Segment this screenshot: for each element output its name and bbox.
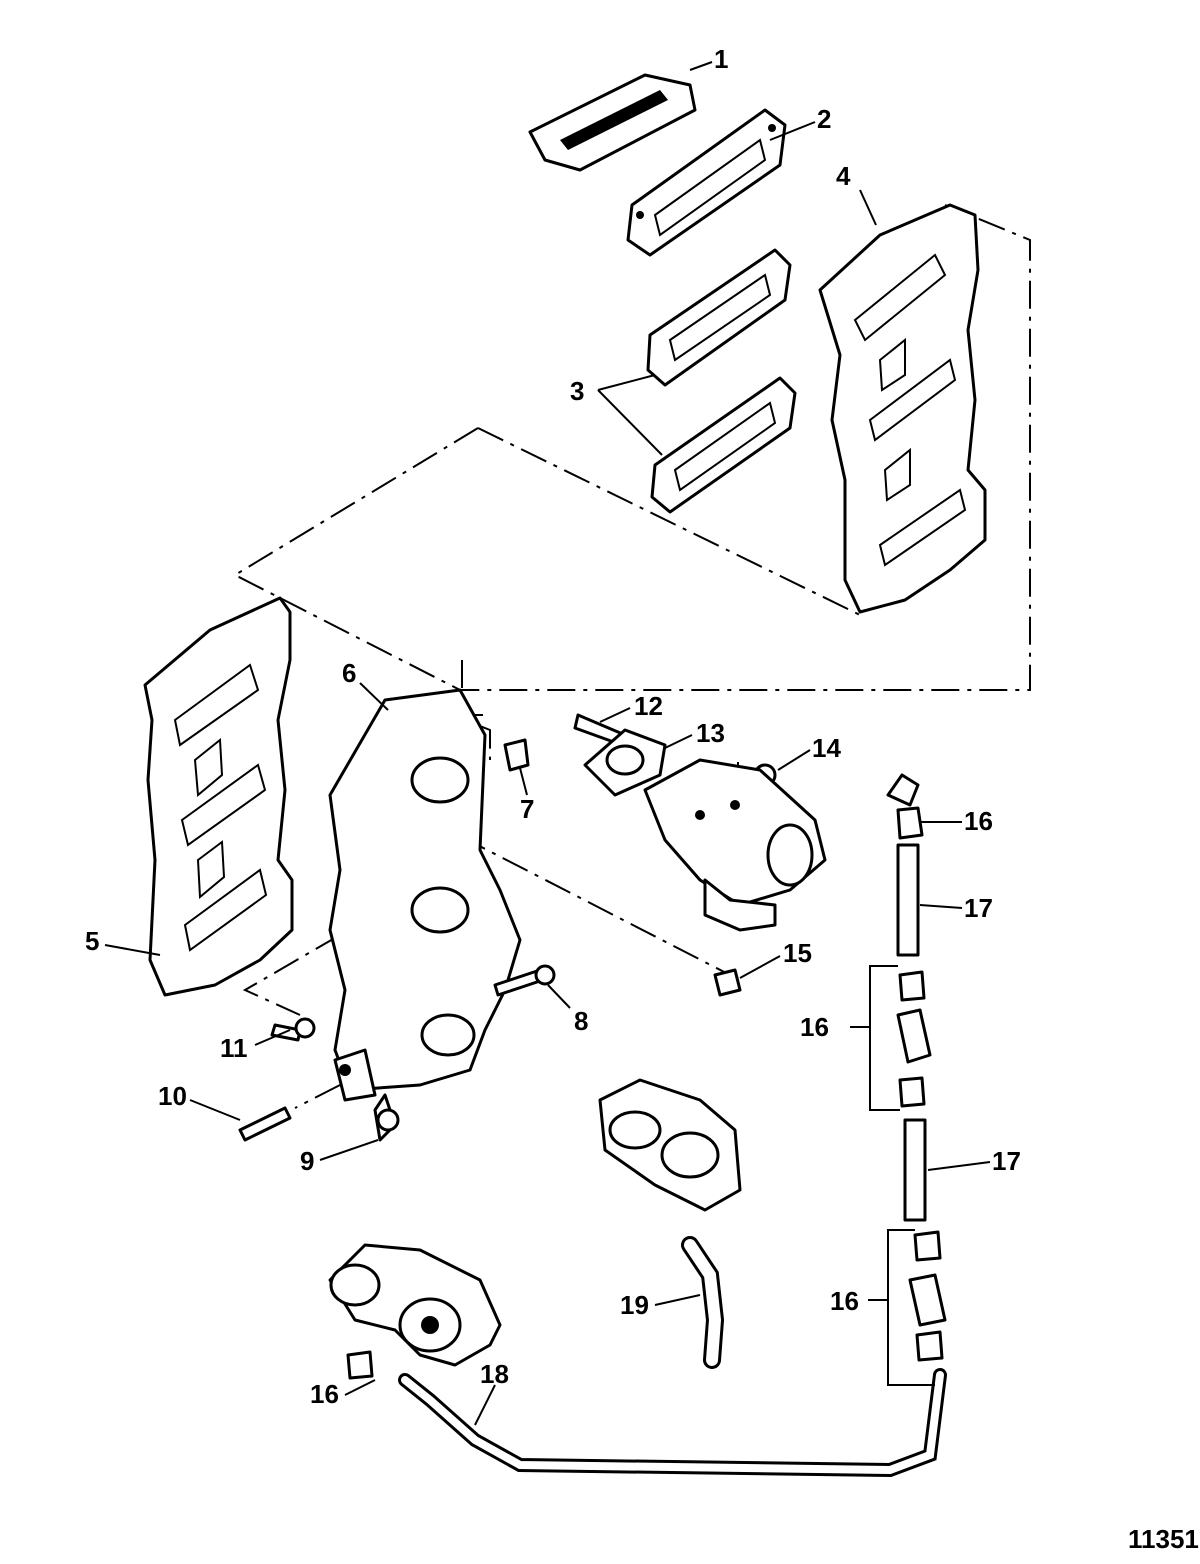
callout-1: 1 (714, 44, 728, 74)
carburetor (583, 728, 827, 932)
callout-11: 11 (220, 1033, 248, 1063)
intake-manifold-gasket-right (818, 203, 987, 614)
bypass-hose (681, 1236, 725, 1369)
callout-6: 6 (342, 658, 356, 688)
fuel-line (398, 1368, 947, 1478)
gasket-pair (646, 248, 797, 514)
intake-manifold (328, 688, 522, 1102)
callout-5: 5 (85, 926, 99, 956)
callout-10: 10 (158, 1081, 187, 1111)
callout-16-pump: 16 (310, 1379, 339, 1409)
callout-17-lower: 17 (992, 1146, 1021, 1176)
callout-16-top: 16 (964, 806, 993, 836)
alignment-lines (232, 204, 1031, 1109)
callout-17-upper: 17 (964, 893, 993, 923)
callout-labels: 1 2 3 4 5 6 7 8 9 10 11 12 13 14 15 16 1… (85, 44, 1021, 1409)
fuel-pump (328, 1243, 502, 1380)
callout-19: 19 (620, 1290, 649, 1320)
reed-block (528, 73, 697, 172)
callout-3: 3 (570, 376, 584, 406)
callout-15: 15 (783, 938, 812, 968)
callout-2: 2 (817, 104, 831, 134)
callout-7: 7 (520, 794, 534, 824)
callout-14: 14 (812, 733, 841, 763)
exhaust-cover-plate (598, 1078, 742, 1212)
intake-manifold-gasket-left (143, 596, 294, 997)
callout-18: 18 (480, 1359, 509, 1389)
leader-lines (104, 61, 991, 1426)
callout-4: 4 (836, 161, 851, 191)
callout-16-lower: 16 (830, 1286, 859, 1316)
reed-plate-gasket (626, 108, 787, 257)
fuel-fittings-column (886, 773, 947, 1362)
callout-16-middle: 16 (800, 1012, 829, 1042)
callout-8: 8 (574, 1006, 588, 1036)
callout-13: 13 (696, 718, 725, 748)
callout-9: 9 (300, 1146, 314, 1176)
figure-number: 11351 (1128, 1524, 1199, 1554)
callout-12: 12 (634, 691, 663, 721)
